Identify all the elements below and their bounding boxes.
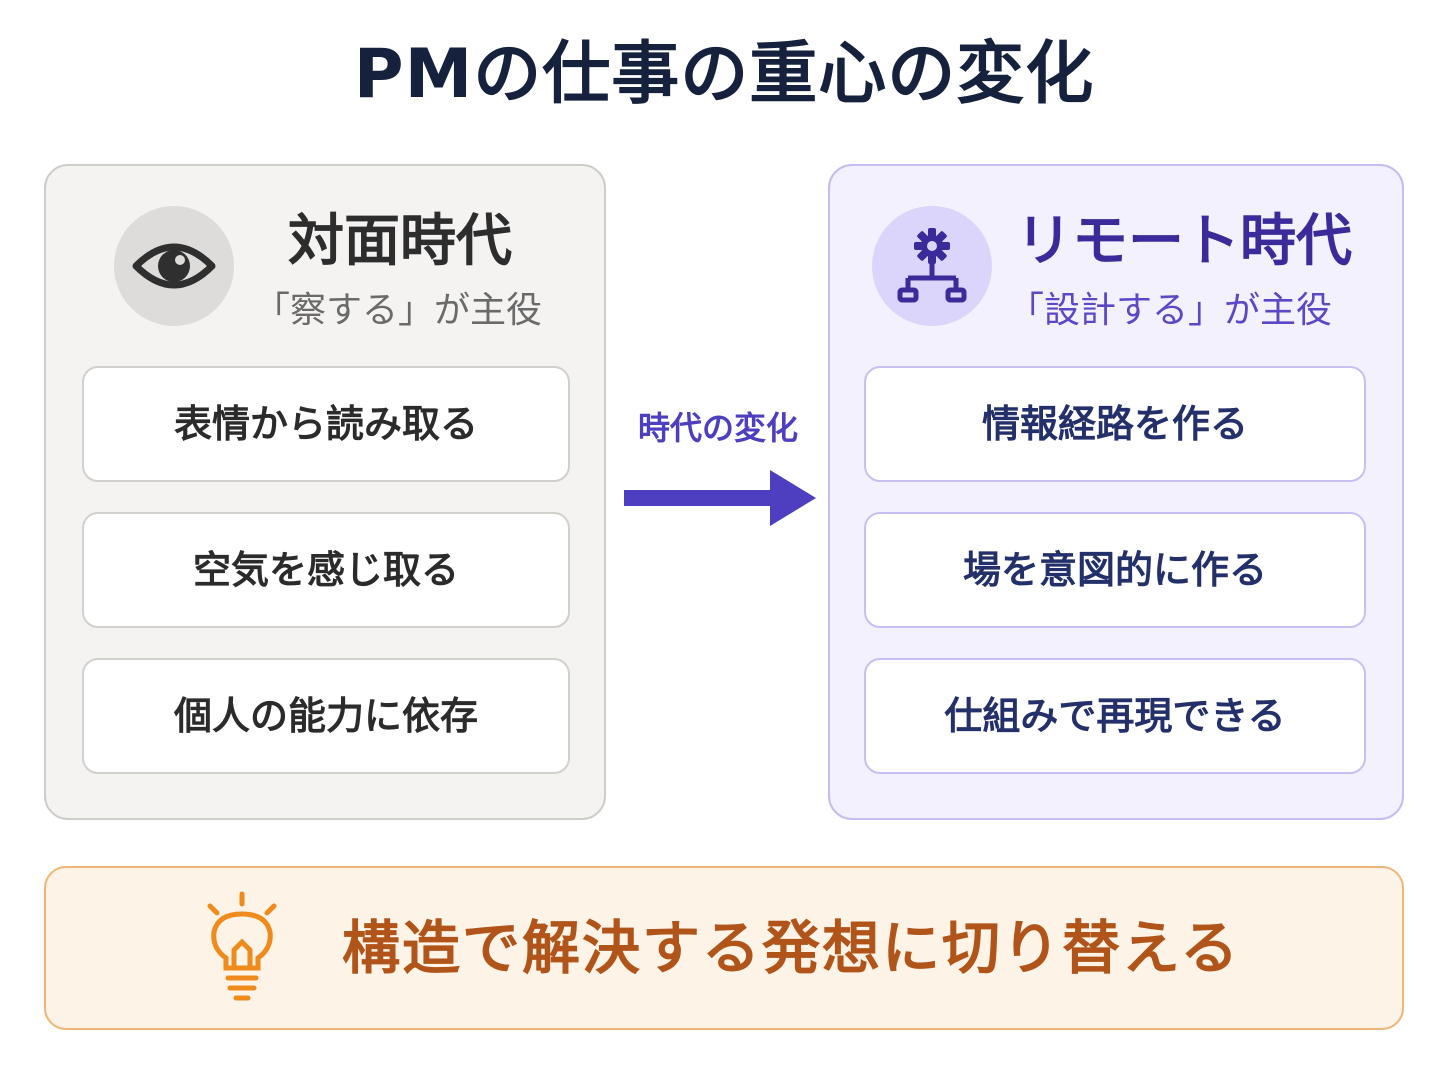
transition-label: 時代の変化 [637, 409, 798, 447]
arrow-right-icon [624, 470, 816, 526]
remote-panel: リモート時代 「設計する」が主役 情報経路を作る 場を意図的に作る 仕組みで再現… [828, 164, 1404, 820]
panel-subtitle: 「設計する」が主役 [1008, 290, 1333, 331]
panel-title: リモート時代 [1016, 209, 1352, 274]
page-title: PMの仕事の重心の変化 [353, 35, 1095, 114]
gear-network-icon [897, 228, 967, 303]
conclusion-text: 構造で解決する発想に切り替える [342, 914, 1241, 982]
list-item: 空気を感じ取る [82, 512, 570, 628]
eye-icon [132, 243, 216, 289]
list-item: 個人の能力に依存 [82, 658, 570, 774]
panel-title: 対面時代 [288, 209, 512, 274]
eye-icon-circle [114, 206, 234, 326]
list-item: 情報経路を作る [864, 366, 1366, 482]
gear-network-icon-circle [872, 206, 992, 326]
list-item: 仕組みで再現できる [864, 658, 1366, 774]
face-to-face-panel: 対面時代 「察する」が主役 表情から読み取る 空気を感じ取る 個人の能力に依存 [44, 164, 606, 820]
panel-subtitle: 「察する」が主役 [254, 290, 543, 331]
list-item: 場を意図的に作る [864, 512, 1366, 628]
list-item: 表情から読み取る [82, 366, 570, 482]
conclusion-banner: 構造で解決する発想に切り替える [44, 866, 1404, 1030]
lightbulb-icon [207, 891, 277, 1001]
